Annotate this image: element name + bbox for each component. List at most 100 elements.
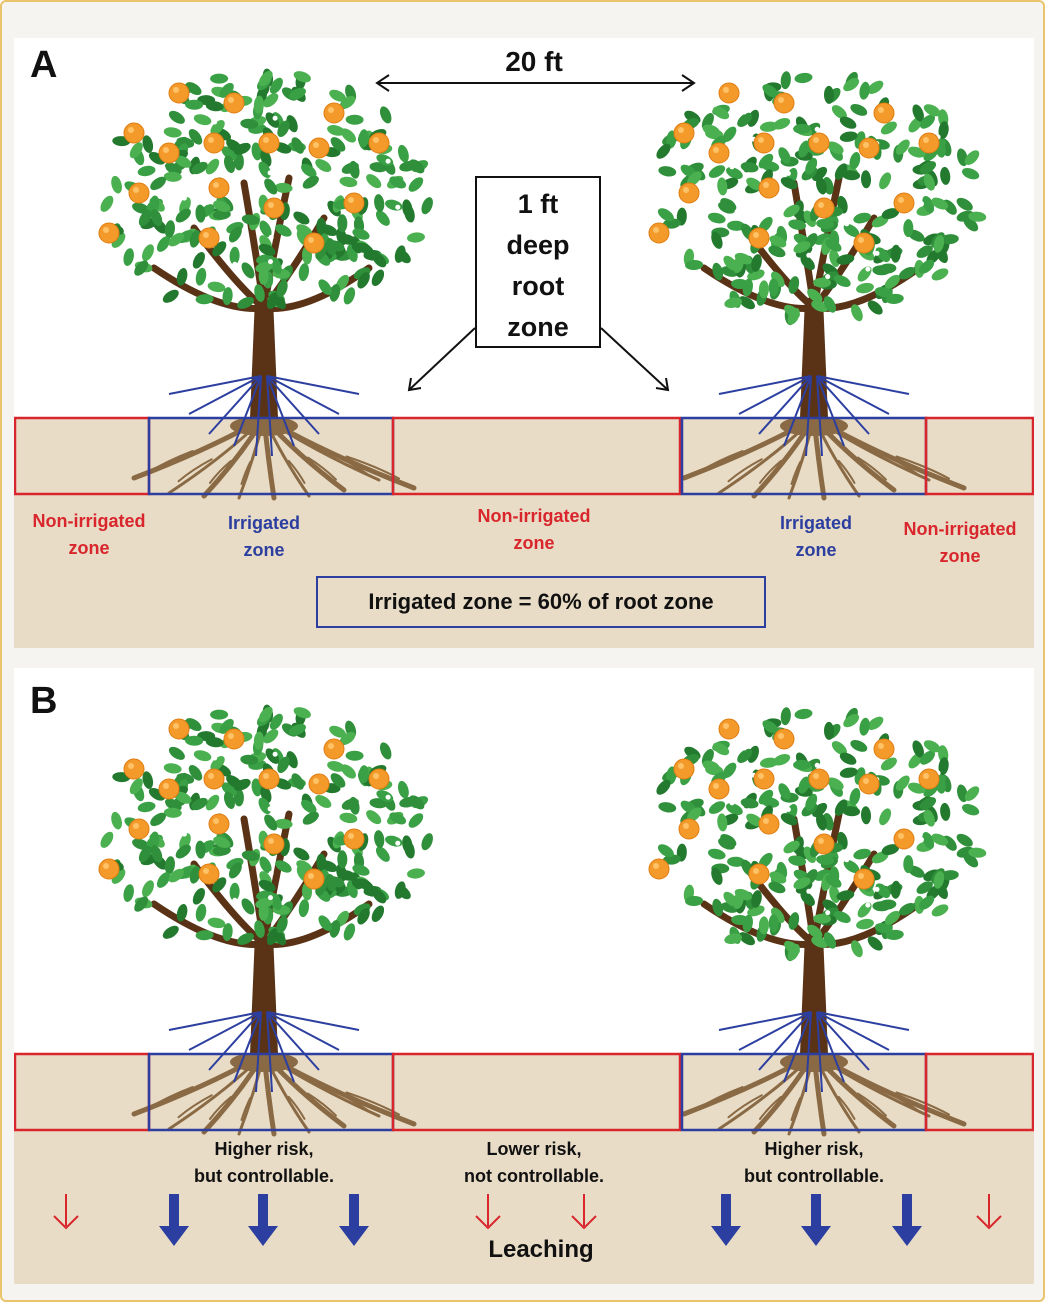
leaf [229, 882, 240, 901]
root [759, 459, 782, 484]
leaf [742, 278, 753, 297]
leaf [788, 912, 800, 930]
root [696, 450, 744, 474]
leaf [884, 274, 901, 289]
leaf [330, 773, 346, 788]
leaf [207, 281, 226, 293]
leaf [258, 70, 273, 87]
leaf [839, 116, 857, 129]
spray-line [816, 375, 870, 435]
leaf [274, 182, 293, 193]
leaf [345, 114, 364, 125]
leaf [129, 142, 143, 159]
leaf [404, 840, 415, 859]
orange [718, 82, 740, 104]
orange [748, 863, 770, 885]
leaf [111, 868, 126, 884]
blossom [797, 723, 803, 729]
leaf [811, 936, 829, 948]
orange [258, 132, 280, 154]
leaf [374, 830, 385, 849]
leaf [898, 267, 916, 280]
orange [303, 232, 325, 254]
spray-line [738, 375, 812, 415]
blossom [246, 89, 252, 95]
leaf [737, 112, 753, 127]
spray-line [168, 375, 262, 395]
leaf [213, 836, 231, 848]
root-zone-callout: 1 ft deep root zone [475, 176, 601, 348]
leaf [686, 171, 702, 186]
leaf [327, 761, 345, 772]
trunk-body [250, 298, 278, 418]
orange-highlight [268, 838, 274, 844]
leaf [168, 110, 185, 124]
leaf [339, 176, 358, 188]
leaf [839, 131, 858, 142]
orange-highlight [208, 137, 214, 143]
leaf [857, 902, 872, 918]
spray-line [816, 1011, 870, 1071]
fruit [98, 718, 390, 890]
leaf [150, 176, 166, 191]
orange-highlight [898, 833, 904, 839]
leaf [129, 778, 143, 795]
leaf [771, 271, 785, 288]
leaf [174, 791, 192, 804]
leaf [657, 208, 674, 222]
leaf [374, 194, 385, 213]
leaf [938, 121, 949, 140]
leaf [389, 176, 407, 189]
orange-highlight [763, 182, 769, 188]
leaf [142, 880, 154, 898]
trunk-body [800, 298, 828, 418]
orange-tree [98, 68, 433, 501]
high-leaching-arrow [892, 1194, 922, 1246]
leaf [885, 929, 904, 940]
blossom [232, 897, 238, 903]
leaf [867, 80, 884, 94]
leaf [717, 177, 728, 196]
leaf [191, 797, 208, 811]
orange-highlight [173, 87, 179, 93]
leaf [761, 797, 780, 808]
leaf [240, 754, 259, 765]
leaf [258, 797, 271, 815]
trunk-body [800, 934, 828, 1054]
leaf [843, 223, 860, 238]
root [895, 1091, 950, 1116]
leaf [708, 165, 726, 178]
orange-highlight [858, 873, 864, 879]
root [857, 1092, 887, 1117]
leaf [315, 795, 332, 808]
leaf [341, 128, 356, 143]
orange [368, 768, 390, 790]
spray-line [255, 375, 262, 457]
orange-highlight [103, 863, 109, 869]
orange-highlight [863, 778, 869, 784]
leaf [880, 121, 897, 135]
leaf [241, 898, 255, 915]
orange [323, 102, 345, 124]
leaf [341, 162, 359, 174]
leaf [758, 916, 769, 935]
leaf [219, 82, 234, 98]
spray-line [266, 375, 360, 395]
leaf [726, 803, 743, 816]
leaf [878, 899, 897, 910]
leaf [275, 860, 292, 873]
trunk-body [250, 934, 278, 1054]
leaf [185, 735, 204, 746]
leaf [192, 888, 206, 905]
leaf [318, 279, 332, 295]
leaf [149, 831, 160, 850]
orange-tree [98, 704, 433, 1137]
orange [758, 177, 780, 199]
leaf [189, 230, 201, 248]
root [790, 461, 802, 485]
leaf [270, 257, 282, 275]
blossom [331, 853, 337, 859]
sprinkler-spray [168, 375, 360, 457]
foliage [656, 71, 987, 326]
leaf [404, 204, 415, 223]
